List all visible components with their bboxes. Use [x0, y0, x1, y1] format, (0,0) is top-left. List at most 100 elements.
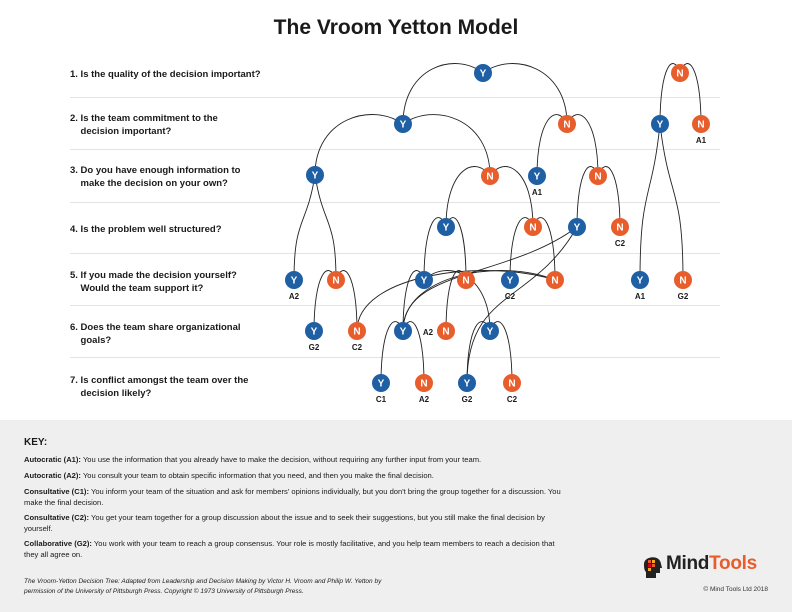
node-no: N — [558, 115, 576, 133]
node-label: N — [616, 223, 623, 234]
node-circle — [458, 374, 476, 392]
key-text: You inform your team of the situation an… — [24, 487, 561, 507]
node-circle — [674, 271, 692, 289]
node-circle — [348, 322, 366, 340]
head-logo-icon — [644, 557, 662, 578]
node-circle — [503, 374, 521, 392]
source-caption: The Vroom-Yetton Decision Tree: Adapted … — [24, 578, 382, 595]
node-circle — [651, 115, 669, 133]
node-label: Y — [291, 276, 298, 287]
question-2: 2. Is the team commitment to the decisio… — [70, 113, 218, 137]
node-circle — [305, 322, 323, 340]
node-yes: Y — [394, 322, 412, 340]
node-circle — [415, 271, 433, 289]
node-circle — [474, 64, 492, 82]
question-5: 5. If you made the decision yourself? Wo… — [70, 270, 237, 294]
question-7: 7. Is conflict amongst the team over the… — [70, 375, 249, 399]
tree-edge — [314, 174, 337, 281]
node-circle — [501, 271, 519, 289]
node-circle — [394, 322, 412, 340]
node-circle — [611, 218, 629, 236]
key-title: KEY: — [24, 437, 48, 448]
node-circle — [327, 271, 345, 289]
node-label: Y — [400, 120, 407, 131]
node-no: N A2 — [415, 374, 433, 404]
node-yes: Y C1 — [372, 374, 390, 404]
node-label: N — [594, 172, 601, 183]
logo-part-mind: Mind — [666, 553, 710, 574]
tree-edge — [402, 114, 491, 177]
outcome-label: C2 — [615, 239, 626, 248]
tree-edge — [293, 174, 316, 281]
node-label: N — [529, 223, 536, 234]
node-yes: YA1 — [528, 167, 546, 197]
key-item-c1: Consultative (C1): You inform your team … — [24, 487, 564, 508]
node-label: N — [462, 276, 469, 287]
row-divider — [70, 97, 720, 98]
node-label: Y — [637, 276, 644, 287]
outcome-label: G2 — [309, 343, 320, 352]
node-no: N — [327, 271, 345, 289]
node-circle — [631, 271, 649, 289]
key-item-a2: Autocratic (A2): You consult your team t… — [24, 471, 564, 482]
node-label: Y — [443, 223, 450, 234]
node-yes: YG2 — [458, 374, 476, 404]
question-6: 6. Does the team share organizational go… — [70, 322, 241, 346]
node-circle — [394, 115, 412, 133]
outcome-label: C2 — [352, 343, 363, 352]
node-circle — [671, 64, 689, 82]
node-label: N — [420, 379, 427, 390]
outcome-label: A2 — [419, 395, 430, 404]
node-label: N — [332, 276, 339, 287]
node-yes: Y — [394, 115, 412, 133]
node-circle — [481, 167, 499, 185]
outcome-label: C1 — [376, 395, 387, 404]
node-yes: Y — [306, 166, 324, 184]
node-label: Y — [574, 223, 581, 234]
node-circle — [558, 115, 576, 133]
row-divider — [70, 202, 720, 203]
node-circle — [528, 167, 546, 185]
outcome-label: G2 — [462, 395, 473, 404]
node-label: N — [486, 172, 493, 183]
outcome-label: A1 — [635, 292, 646, 301]
key-text: You get your team together for a group d… — [24, 513, 545, 533]
outcome-label: A1 — [532, 188, 543, 197]
node-yes: Y — [651, 115, 669, 133]
outcome-label: A2 — [289, 292, 300, 301]
logo-wordmark: MindTools — [666, 553, 757, 575]
key-text: You consult your team to obtain specific… — [80, 471, 434, 480]
node-label: N — [697, 120, 704, 131]
key-term: Consultative (C1): — [24, 487, 89, 496]
node-yes: Y — [437, 218, 455, 236]
node-label: Y — [378, 379, 385, 390]
logo-part-tools: Tools — [709, 553, 757, 574]
node-label: Y — [311, 327, 318, 338]
node-no: NA2 — [423, 322, 455, 340]
node-circle — [306, 166, 324, 184]
node-label: Y — [480, 69, 487, 80]
node-label: Y — [507, 276, 514, 287]
node-yes: Y G2 — [305, 322, 323, 352]
node-circle — [524, 218, 542, 236]
node-no: NG2 — [674, 271, 692, 301]
row-divider — [70, 149, 720, 150]
node-no: NA1 — [692, 115, 710, 145]
node-no: N — [524, 218, 542, 236]
key-text: You work with your team to reach a group… — [24, 539, 555, 559]
key-item-g2: Collaborative (G2): You work with your t… — [24, 539, 564, 560]
tree-edge — [639, 123, 661, 281]
node-label: Y — [400, 327, 407, 338]
mindtools-logo: MindTools — [640, 552, 780, 582]
key-term: Autocratic (A1): — [24, 455, 81, 464]
node-label: N — [442, 327, 449, 338]
node-no: N — [546, 271, 564, 289]
node-yes: Y — [415, 271, 433, 289]
node-label: N — [551, 276, 558, 287]
node-yes: Y — [474, 64, 492, 82]
node-circle — [285, 271, 303, 289]
node-label: N — [353, 327, 360, 338]
tree-edge — [466, 226, 578, 384]
node-yes: Y A2 — [285, 271, 303, 301]
